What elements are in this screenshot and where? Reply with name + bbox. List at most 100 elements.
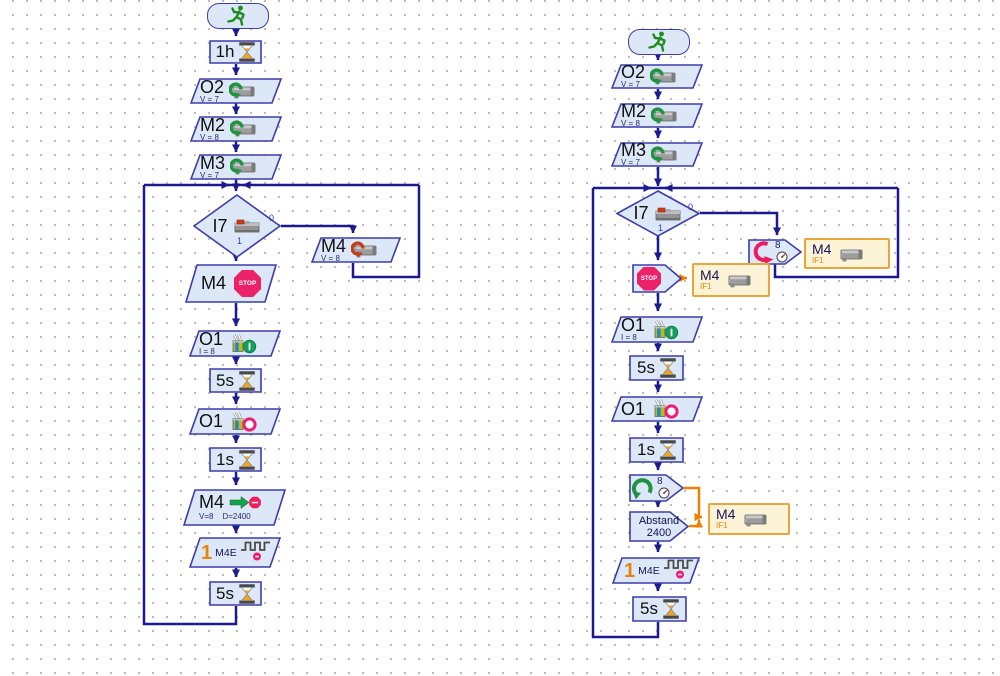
node-label: M2 [200, 114, 226, 135]
wait-1s-node-right[interactable]: 1s [629, 437, 684, 463]
pulse-count-label: 1 [624, 559, 636, 582]
pulse-wave-icon [662, 559, 694, 579]
ref-interface-label: IF1 [716, 521, 728, 530]
decision-i7-node-left[interactable]: I7 0 1 [193, 194, 281, 258]
wait-label: 1h [215, 42, 235, 61]
wait-label: 5s [640, 599, 658, 618]
loop-count-label: 8 [775, 240, 781, 251]
loop-distance-icon [631, 476, 655, 500]
pulse-wave-icon [239, 541, 271, 561]
loop-counter-reverse-node[interactable]: 8 [748, 239, 802, 265]
node-label: O1 [621, 398, 646, 419]
lamp-on-icon [227, 334, 257, 354]
hourglass-icon [239, 583, 255, 604]
motor-icon [651, 107, 679, 125]
wait-label: 1s [637, 440, 655, 459]
loop-counter-distance-node[interactable]: 8 [629, 474, 684, 502]
node-label: M4 [321, 235, 347, 256]
decision-i7-node-right[interactable]: I7 0 1 [616, 190, 700, 237]
wait-1s-node-left[interactable]: 1s [209, 447, 262, 472]
runner-icon [648, 30, 666, 52]
hourglass-icon [239, 449, 255, 470]
switch-icon [234, 219, 259, 233]
ref-interface-label: IF1 [812, 255, 824, 265]
motor-reverse-icon [351, 241, 379, 259]
lamp-off-icon [649, 399, 679, 419]
wait-5s-node-right-b[interactable]: 5s [632, 596, 687, 622]
motor-icon [651, 146, 679, 164]
node-sub-label: I = 8 [199, 347, 215, 356]
start-node-right[interactable] [628, 29, 690, 55]
abstand-label: Abstand [638, 514, 680, 527]
switch-icon [655, 207, 680, 220]
pulse-m4e-node-right[interactable]: 1 M4E [612, 557, 700, 584]
node-label: O1 [199, 329, 224, 349]
node-sub-label: V = 8 [621, 119, 640, 128]
runner-icon [227, 4, 245, 26]
abstand-distance-node[interactable]: Abstand 2400 [629, 511, 689, 542]
node-label: O2 [621, 62, 646, 82]
wait-5s-node-left-a[interactable]: 5s [209, 368, 262, 393]
node-label: I7 [212, 215, 228, 236]
ref-interface-label: IF1 [700, 282, 712, 291]
pulse-m4e-node-left[interactable]: 1 M4E [189, 537, 281, 568]
hourglass-icon [239, 370, 255, 391]
node-label: O1 [621, 315, 646, 335]
wait-label: 5s [637, 358, 655, 377]
node-label: M4 [199, 492, 225, 512]
motor-m4-distance-node-left[interactable]: M4 V=8 D=2400 [183, 489, 286, 526]
wait-1h-node-left[interactable]: 1h [209, 40, 262, 64]
abstand-value: 2400 [646, 526, 672, 539]
wait-label: 5s [216, 370, 234, 390]
motor-icon [741, 510, 769, 528]
distance-sub-label: D=2400 [222, 512, 251, 521]
pulse-label: M4E [638, 564, 660, 577]
wait-label: 5s [216, 583, 234, 603]
stop-sign-icon: STOP [637, 266, 661, 291]
motor-m4-stop-node-left[interactable]: M4 STOP [185, 264, 277, 303]
motor-icon [725, 271, 753, 289]
wait-5s-node-right-a[interactable]: 5s [629, 355, 684, 381]
lamp-on-icon [649, 320, 679, 340]
node-label: M4 [200, 273, 226, 293]
node-sub-label: V = 8 [321, 253, 340, 263]
node-label: M2 [621, 101, 647, 121]
arrow-stop-icon [229, 496, 262, 509]
branch-0-label: 0 [268, 213, 274, 223]
stop-node-right[interactable]: STOP [632, 264, 682, 293]
node-sub-label: V = 8 [200, 132, 219, 142]
wait-label: 1s [216, 449, 234, 469]
pulse-count-label: 1 [201, 541, 213, 564]
lamp-off-icon [227, 412, 257, 432]
stop-sign-icon: STOP [234, 270, 261, 297]
motor-icon [837, 245, 865, 263]
wait-5s-node-left-b[interactable]: 5s [209, 581, 262, 606]
ref-label: M4 [812, 240, 832, 257]
motor-icon [230, 120, 258, 138]
motor-icon [229, 82, 257, 100]
start-node-left[interactable] [207, 3, 269, 29]
output-o1-off-node-right[interactable]: O1 [611, 396, 703, 422]
speed-sub-label: V=8 [199, 512, 214, 521]
hourglass-icon [660, 440, 676, 460]
branch-1-label: 1 [658, 223, 664, 233]
hourglass-icon [663, 599, 679, 619]
motor-icon [650, 68, 678, 86]
hourglass-icon [660, 358, 676, 378]
output-o1-off-node-left[interactable]: O1 [189, 408, 281, 435]
node-sub-label: V = 7 [621, 80, 640, 89]
